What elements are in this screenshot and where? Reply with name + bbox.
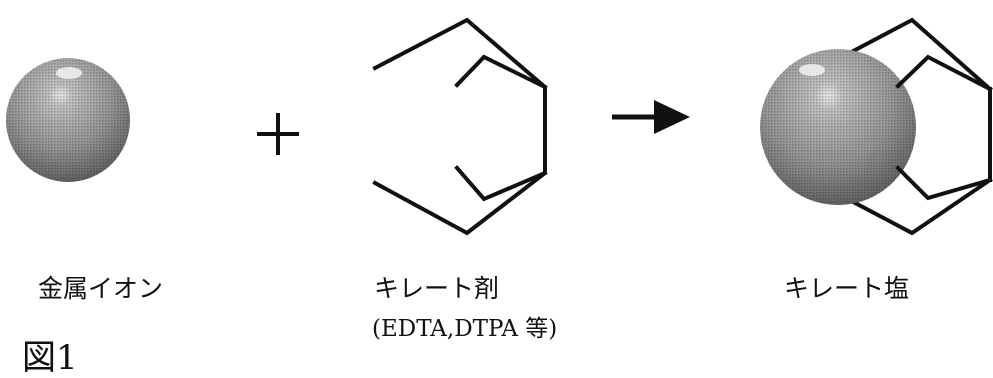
chelating-agent-examples: (EDTA,DTPA 等) <box>372 316 558 342</box>
chelate-salt-metal-sphere <box>760 49 916 205</box>
metal-ion-sphere <box>6 58 130 182</box>
figure-number-label: 図1 <box>22 338 78 378</box>
metal-ion-label: 金属イオン <box>38 274 164 303</box>
chelation-diagram <box>6 17 993 236</box>
chelating-agent-label: キレート剤 <box>374 274 500 303</box>
chelate-salt-ligand-front <box>895 54 993 201</box>
chelate-salt-label: キレート塩 <box>784 274 910 303</box>
chelating-agent-structure <box>372 17 548 236</box>
plus-sign <box>257 113 299 155</box>
reaction-arrow <box>612 100 690 134</box>
